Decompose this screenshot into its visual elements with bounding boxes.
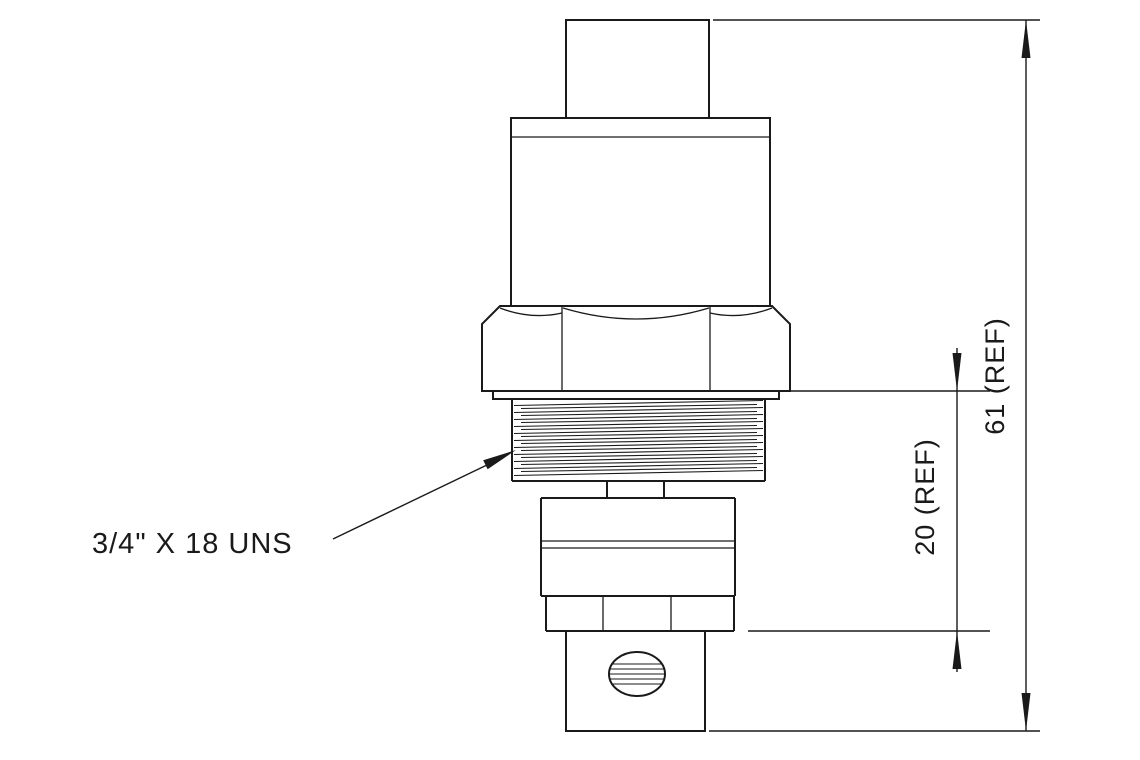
dimension-20-label: 20 (REF) bbox=[910, 438, 940, 556]
lower-stem bbox=[606, 481, 665, 498]
arrow-down-icon bbox=[1021, 693, 1031, 731]
hex-nut-lower bbox=[545, 596, 735, 632]
thread-callout-label: 3/4" X 18 UNS bbox=[92, 528, 293, 560]
arrow-down-icon bbox=[952, 353, 962, 391]
dimension-61-label: 61 (REF) bbox=[980, 317, 1010, 435]
thread-callout: 3/4" X 18 UNS bbox=[92, 450, 516, 560]
hex-nut-upper bbox=[481, 305, 791, 392]
leader-line bbox=[332, 463, 490, 540]
screw-head bbox=[608, 651, 666, 697]
arrow-up-icon bbox=[952, 631, 962, 669]
thread-lines bbox=[513, 399, 764, 477]
washer-flange bbox=[492, 391, 780, 400]
arrow-up-icon bbox=[1021, 20, 1031, 58]
dimension-20-ref: 20 (REF) bbox=[748, 348, 990, 672]
dimension-61-ref: 61 (REF) bbox=[709, 19, 1040, 732]
bottom-block bbox=[565, 631, 706, 732]
part-upper-body bbox=[510, 117, 771, 307]
thread-section bbox=[511, 399, 766, 482]
part-top-connector bbox=[565, 19, 710, 118]
spool-section bbox=[540, 497, 736, 597]
leader-arrow-icon bbox=[483, 450, 516, 470]
